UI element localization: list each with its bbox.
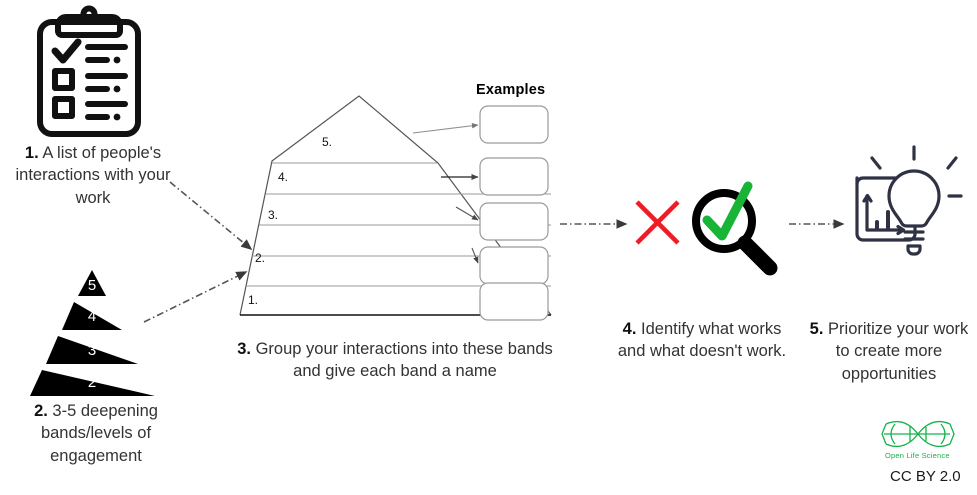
mini-pyramid-level-5: 5: [87, 277, 97, 294]
example-box-1-target[interactable]: [480, 106, 548, 143]
open-life-science-wordmark: Open Life Science: [885, 451, 950, 460]
step-4-caption: 4. Identify what works and what doesn't …: [612, 318, 792, 363]
logo-lens-right: [940, 423, 946, 445]
arrow-band3-to-box3: [455, 206, 479, 221]
clipboard-checklist-icon: [37, 5, 141, 137]
step-3-number: 3.: [237, 340, 251, 358]
magnifier-lens: [692, 189, 756, 253]
pyramid-band-label-4: 4.: [278, 170, 289, 184]
magnifier-check-icon: [692, 181, 778, 276]
step-2-number: 2.: [34, 402, 48, 420]
step-5-number: 5.: [809, 320, 824, 338]
band-to-example-arrows: [412, 123, 488, 301]
examples-heading: Examples: [476, 82, 546, 98]
chart-frame: [855, 176, 917, 242]
clipboard-checklist-marks: [51, 38, 128, 121]
green-check-mark: [702, 181, 753, 241]
red-cross-icon: [635, 200, 680, 245]
chart-frame-top: [855, 176, 905, 186]
chart-axis-arrow-y: [862, 193, 873, 203]
magnifier-handle: [737, 235, 778, 276]
pyramid-band-label-3: 3.: [268, 208, 279, 222]
logo-helix-strand-2: [885, 420, 951, 448]
logo-cap-left: [881, 423, 887, 445]
logo-cap-right: [949, 423, 955, 445]
step-1-caption: 1. A list of people's interactions with …: [8, 142, 178, 209]
pyramid-band-label-5: 5.: [322, 135, 333, 149]
arrow-band2-to-box4: [471, 247, 479, 264]
step-5-caption: 5. Prioritize your work to create more o…: [806, 318, 972, 385]
step-3-text: Group your interactions into these bands…: [251, 340, 553, 381]
example-box-2-target[interactable]: [480, 158, 548, 195]
example-box-5-target[interactable]: [480, 283, 548, 320]
step-1-number: 1.: [24, 144, 39, 162]
step-3-caption: 3. Group your interactions into these ba…: [235, 338, 555, 383]
mini-pyramid-level-2: 2: [87, 374, 97, 391]
step-4-text: Identify what works and what doesn't wor…: [617, 320, 787, 361]
bulb-ray-right: [946, 156, 958, 170]
bulb-ray-left: [870, 156, 882, 170]
step-2-caption: 2. 3-5 deepening bands/levels of engagem…: [6, 400, 186, 467]
open-life-science-logo-icon: [881, 420, 955, 448]
chart-axes: [865, 194, 905, 232]
pyramid-band-label-1: 1.: [248, 293, 259, 307]
mini-pyramid-level-3: 3: [87, 342, 97, 359]
bulb-tip: [906, 244, 922, 256]
arrow-band5-to-box1: [412, 123, 479, 134]
logo-helix-strand-1: [885, 420, 951, 448]
mini-pyramid-level-4: 4: [87, 308, 97, 325]
step-5-text: Prioritize your work to create more oppo…: [823, 320, 969, 383]
chart-axis-arrow-x: [896, 224, 906, 236]
step-4-number: 4.: [622, 320, 637, 338]
lightbulb-chart-icon: [855, 145, 963, 256]
license-label: CC BY 2.0: [890, 468, 961, 485]
step-2-text: 3-5 deepening bands/levels of engagement: [40, 402, 158, 465]
logo-lens-left: [890, 423, 896, 445]
pyramid-band-label-2: 2.: [255, 251, 266, 265]
arrow-step2-to-pyramid: [143, 271, 248, 323]
example-box-4-target[interactable]: [480, 247, 548, 284]
example-box-3-target[interactable]: [480, 203, 548, 240]
arrow-step1-to-pyramid: [169, 181, 253, 251]
step-1-text: A list of people's interactions with you…: [15, 144, 171, 207]
bulb-glass: [887, 169, 941, 228]
